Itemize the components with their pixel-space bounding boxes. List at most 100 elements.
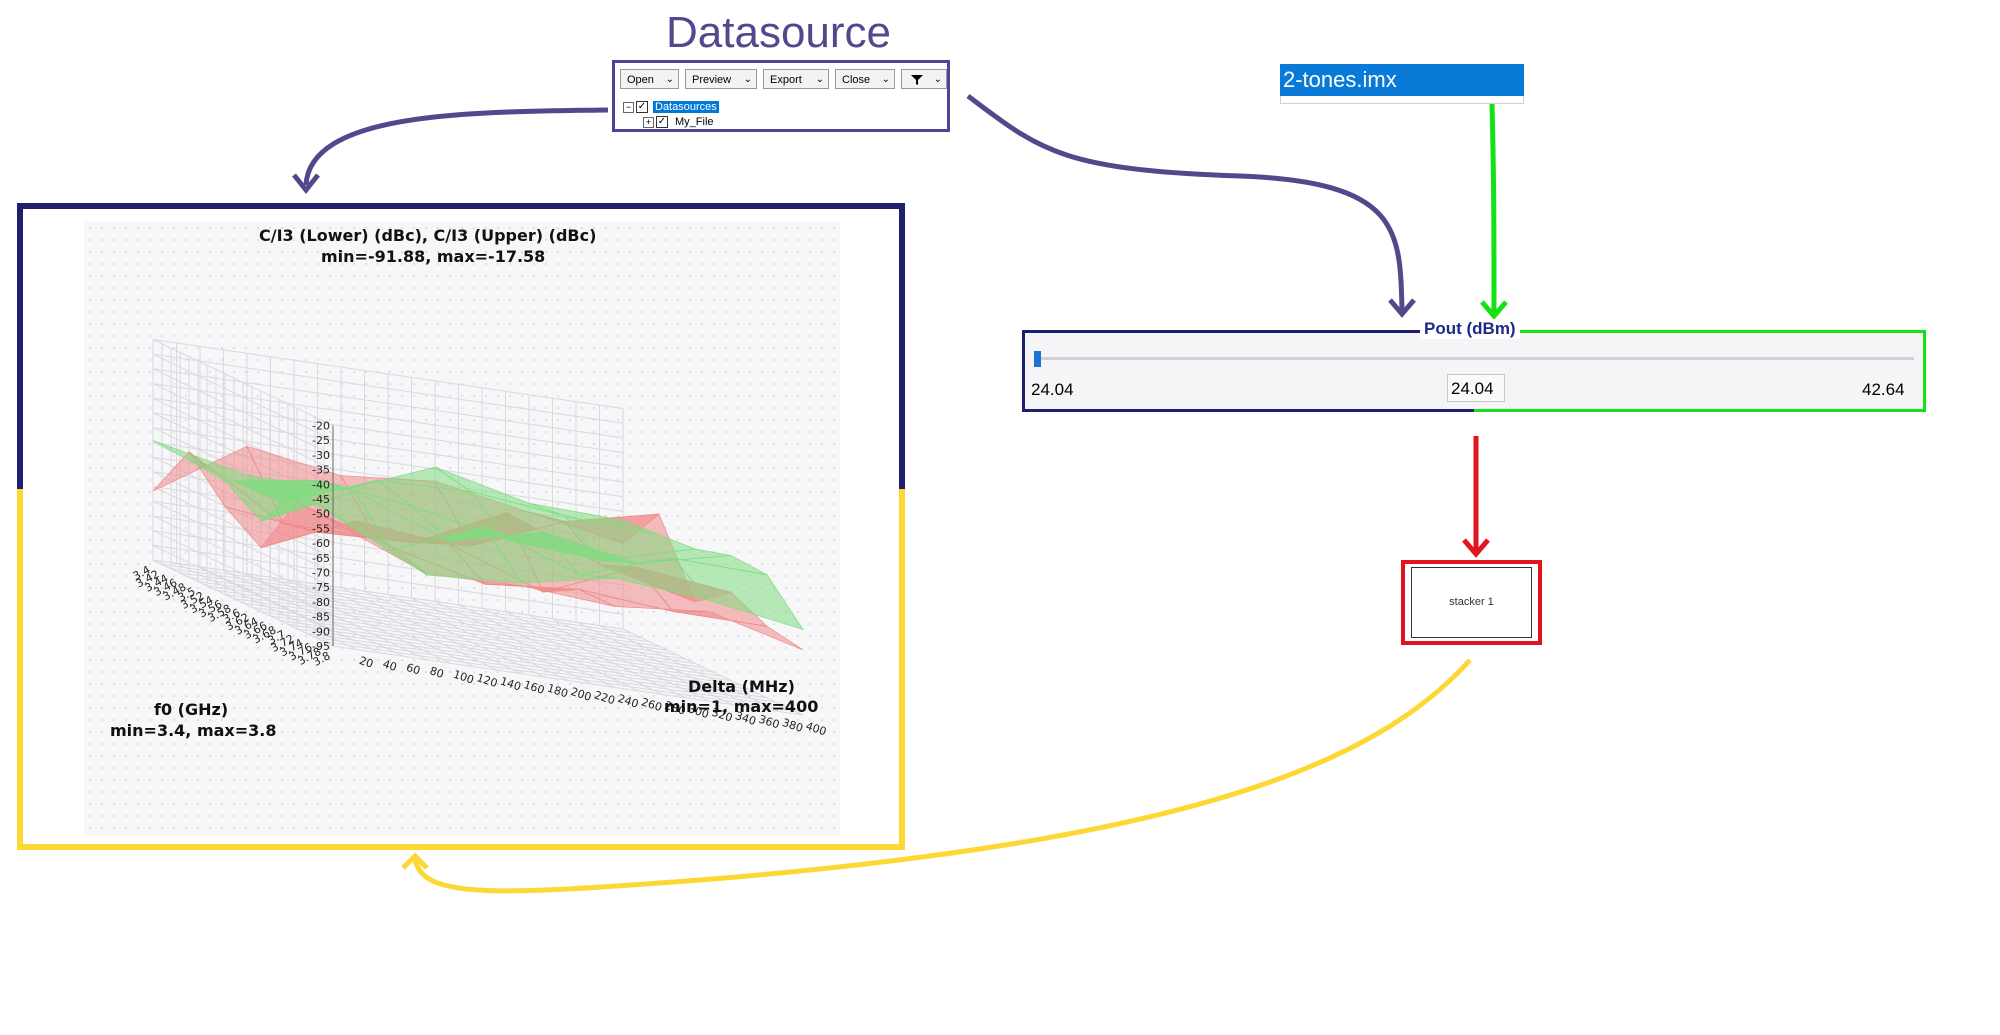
- x-tick-label: 360: [757, 713, 781, 732]
- z-tick-label: -75: [312, 581, 330, 594]
- grid-line: [179, 572, 651, 643]
- grid-line: [323, 641, 795, 712]
- z-tick-label: -20: [312, 420, 330, 433]
- x-tick-label: 380: [781, 716, 805, 735]
- tree-item-my-file[interactable]: My_File: [675, 115, 714, 129]
- grid-line: [278, 619, 750, 690]
- grid-line: [260, 611, 732, 682]
- preview-button-label: Preview: [692, 74, 732, 86]
- expand-toggle-my-file[interactable]: +: [643, 117, 654, 128]
- z-tick-label: -35: [312, 464, 330, 477]
- filter-button[interactable]: ⌄: [901, 69, 947, 89]
- arrow-head-file-to-slider: [1480, 300, 1508, 320]
- tree-item-datasources[interactable]: Datasources: [653, 100, 719, 114]
- datasource-panel: Open ⌄ Preview ⌄ Export ⌄ Close ⌄ ⌄ − ✓ …: [612, 60, 950, 132]
- grid-line: [269, 615, 741, 686]
- chevron-down-icon: ⌄: [933, 74, 942, 85]
- arrow-file-to-slider: [1489, 103, 1497, 313]
- grid-line: [215, 589, 687, 660]
- grid-line: [152, 339, 624, 426]
- grid-line: [251, 606, 723, 677]
- arrow-head-slider-to-stacker: [1462, 538, 1490, 558]
- surface-layer: [152, 440, 804, 651]
- file-name-field[interactable]: 2-tones.imx: [1280, 64, 1524, 96]
- chevron-down-icon: ⌄: [881, 74, 890, 85]
- z-tick-label: -25: [312, 434, 330, 447]
- open-button[interactable]: Open ⌄: [620, 69, 679, 89]
- grid-line: [224, 593, 696, 664]
- close-button[interactable]: Close ⌄: [835, 69, 895, 89]
- z-tick-label: -45: [312, 493, 330, 506]
- x-tick-label: 120: [475, 671, 499, 690]
- x-tick-label: 200: [569, 685, 593, 704]
- grid-line: [152, 368, 624, 456]
- x-axis-label: Delta (MHz): [688, 677, 795, 696]
- x-tick-label: 220: [593, 688, 617, 707]
- z-tick-label: -65: [312, 552, 330, 565]
- z-tick-label: -40: [312, 478, 330, 491]
- slider-min-label: 24.04: [1031, 380, 1074, 399]
- x-tick-label: 260: [640, 695, 664, 714]
- x-tick-label: 60: [405, 661, 422, 678]
- z-tick-label: -60: [312, 537, 330, 550]
- collapse-toggle-datasources[interactable]: −: [623, 102, 634, 113]
- checkbox-datasources[interactable]: ✓: [636, 101, 648, 113]
- grid-line: [161, 563, 633, 634]
- arrow-datasource-to-slider: [966, 94, 1405, 311]
- tree-item-label: My_File: [675, 116, 714, 128]
- slider-title: Pout (dBm): [1420, 319, 1520, 339]
- chevron-down-icon: ⌄: [815, 74, 824, 85]
- x-tick-label: 280: [663, 699, 687, 718]
- arrow-datasource-to-chart: [303, 107, 609, 186]
- y-axis-label: f0 (GHz): [154, 700, 229, 719]
- x-tick-label: 100: [452, 668, 476, 687]
- arrow-head-datasource-to-slider: [1388, 298, 1416, 318]
- grid-line: [152, 383, 624, 471]
- surface-upper-patch: [528, 502, 660, 536]
- tick-layer: -20-25-30-35-40-45-50-55-60-65-70-75-80-…: [131, 420, 828, 739]
- grid-line: [197, 581, 669, 651]
- slider-border-left: [1022, 330, 1474, 412]
- surface-chart[interactable]: -20-25-30-35-40-45-50-55-60-65-70-75-80-…: [84, 222, 840, 836]
- grid-line: [287, 624, 759, 694]
- slider-track[interactable]: [1036, 357, 1914, 360]
- x-tick-label: 400: [804, 719, 828, 738]
- chevron-down-icon: ⌄: [665, 74, 674, 85]
- grid-line: [233, 598, 705, 669]
- stacker-box[interactable]: [1401, 560, 1542, 645]
- grid-line: [332, 645, 804, 716]
- slider-thumb[interactable]: [1034, 351, 1041, 367]
- preview-button[interactable]: Preview ⌄: [685, 69, 757, 89]
- slider-value-input[interactable]: 24.04: [1447, 374, 1505, 402]
- z-tick-label: -95: [312, 640, 330, 653]
- x-tick-label: 40: [381, 657, 398, 674]
- x-tick-label: 80: [428, 664, 445, 681]
- arrow-head-datasource-to-chart: [292, 173, 320, 195]
- datasource-title: Datasource: [666, 8, 892, 57]
- x-axis-range-label: min=1, max=400: [664, 697, 819, 716]
- x-tick-label: 140: [499, 675, 523, 694]
- grid-line: [152, 544, 624, 632]
- slider-max-label: 42.64: [1862, 380, 1905, 399]
- x-tick-label: 20: [358, 654, 375, 671]
- x-tick-label: 340: [734, 709, 758, 728]
- grid-line: [242, 602, 714, 673]
- grid-line: [305, 632, 777, 703]
- checkbox-my-file[interactable]: ✓: [656, 116, 668, 128]
- filter-icon: [911, 75, 923, 85]
- y-axis-range-label: min=3.4, max=3.8: [110, 721, 277, 740]
- x-tick-label: 300: [687, 702, 711, 721]
- x-tick-label: 240: [616, 692, 640, 711]
- grid-line: [296, 628, 768, 699]
- grid-line: [206, 585, 678, 656]
- grid-line: [188, 576, 660, 647]
- x-tick-label: 160: [522, 678, 546, 697]
- file-field-underline: [1280, 96, 1524, 104]
- grid-line: [152, 559, 624, 647]
- chart-frame-bottom: [17, 489, 905, 850]
- chevron-down-icon: ⌄: [743, 74, 752, 85]
- export-button[interactable]: Export ⌄: [763, 69, 829, 89]
- z-tick-label: -90: [312, 625, 330, 638]
- tree-item-label: Datasources: [653, 101, 719, 113]
